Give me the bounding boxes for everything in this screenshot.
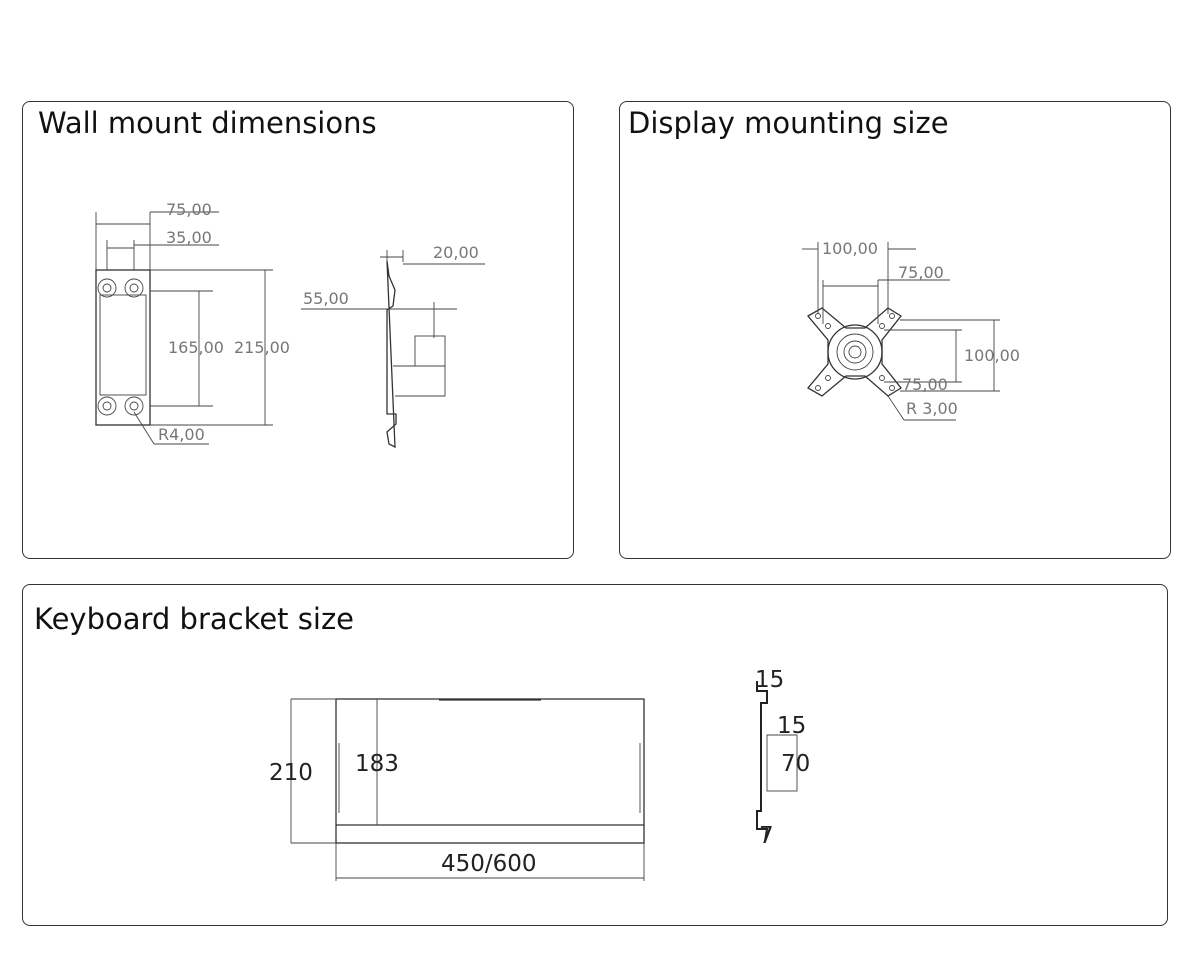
dim-7: 7: [759, 823, 774, 849]
dim-75-top: 75,00: [898, 263, 944, 282]
keyboard-bracket-panel: Keyboard bracket size 210 183 450/600 15…: [22, 584, 1168, 926]
keyboard-bracket-title: Keyboard bracket size: [34, 602, 355, 636]
display-mount-panel: Display mounting size 100,00 75,00 100,0: [619, 101, 1171, 559]
dim-215: 215,00: [234, 338, 290, 357]
keyboard-bracket-drawing: 210 183 450/600 15 15 70 7: [269, 667, 810, 881]
display-mount-drawing: 100,00 75,00 100,00 75,00 R 3,00: [802, 239, 1020, 421]
dim-15-mid: 15: [777, 713, 806, 739]
dim-165: 165,00: [168, 338, 224, 357]
dim-450-600: 450/600: [441, 851, 537, 877]
dim-20: 20,00: [433, 243, 479, 262]
dim-210: 210: [269, 760, 313, 786]
wall-mount-panel: Wall mount dimensions 75,00 35,00 165,00…: [22, 101, 574, 559]
dim-100-top: 100,00: [822, 239, 878, 258]
dim-35: 35,00: [166, 228, 212, 247]
wall-mount-drawing: 75,00 35,00 165,00 215,00 R4,00 20,00 55…: [95, 200, 485, 449]
dim-55: 55,00: [303, 289, 349, 308]
dim-r4: R4,00: [158, 425, 205, 444]
dim-183: 183: [355, 751, 399, 777]
dim-15-top: 15: [755, 667, 784, 693]
dim-70: 70: [781, 751, 810, 777]
display-mount-title: Display mounting size: [628, 106, 949, 140]
dim-75-right: 75,00: [902, 375, 948, 394]
wall-mount-title: Wall mount dimensions: [38, 106, 377, 140]
dim-75: 75,00: [166, 200, 212, 219]
dim-100-right: 100,00: [964, 346, 1020, 365]
dim-r3: R 3,00: [906, 399, 958, 418]
